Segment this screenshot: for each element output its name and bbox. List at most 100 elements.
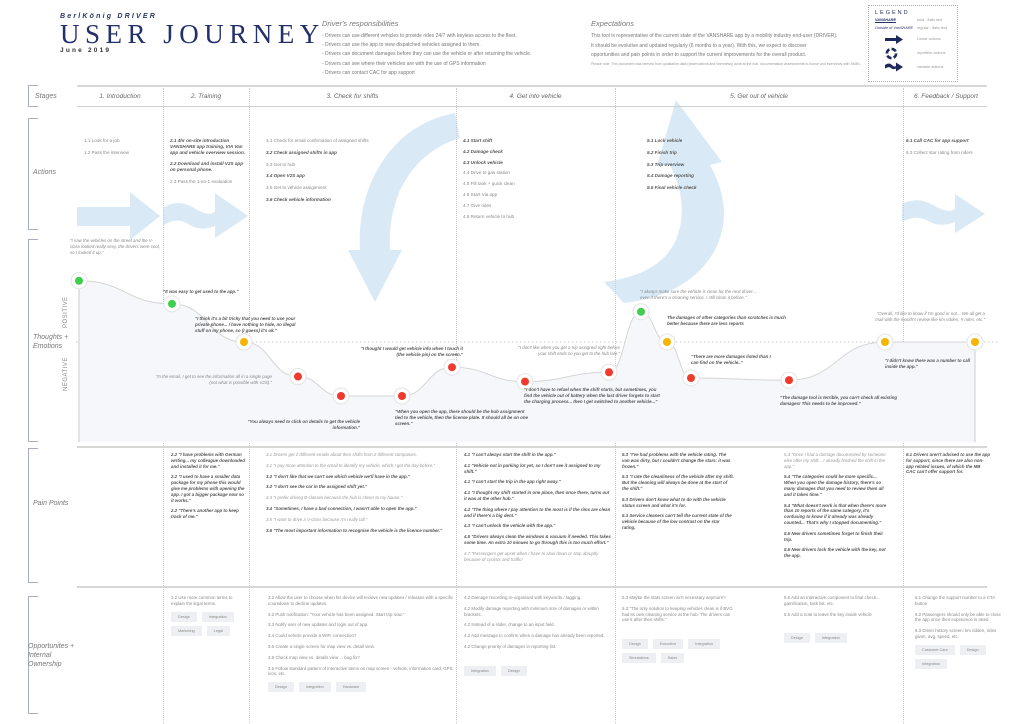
expectations-line: opportunities and pain points in order t…: [591, 52, 807, 59]
action-item: 4.7 Give rides: [463, 202, 492, 208]
row-label-stages: Stages: [35, 93, 57, 100]
ownership-tag: Simulations: [622, 653, 656, 664]
pain-point-item: 5.3 "I've had problems with the vehicle …: [622, 452, 731, 469]
legend-row: VANSHARE bold - italic text: [875, 16, 951, 24]
action-item: 6.3 Collect star rating from riders: [906, 149, 973, 155]
pain-point-item: 6.1 Drivers aren't advised to use the ap…: [906, 452, 991, 475]
pain-point-item: 2.2 "There's another app to keep track o…: [171, 508, 239, 520]
emotion-point-neutral: [235, 333, 253, 351]
ownership-tag: Hardware: [335, 682, 367, 693]
action-item: 2.3 Pass the 1-on-1 evaluation: [170, 178, 233, 184]
responsibility-item: - Drivers can use the app to view dispat…: [322, 42, 481, 49]
emotion-quote: "I always make sure the vehicle is clean…: [640, 289, 757, 300]
emotion-quote: "I thought I would get vehicle info when…: [360, 346, 463, 357]
emotion-quote: "I don't have to refuel when the shift s…: [524, 387, 660, 404]
responsibility-item: - Drivers can use different vehicles to …: [322, 33, 517, 39]
opportunity-item: 5.5 Add an interactive component to fina…: [784, 595, 880, 606]
emotion-quote: "There are more damages listed than I ca…: [691, 354, 771, 365]
divider: [77, 106, 987, 107]
pain-point-item: 5.5 New drivers sometimes forget to fini…: [784, 530, 884, 542]
expectations-note: Please note: This document was derived f…: [591, 61, 861, 66]
row-label-thoughts: Thoughts + Emotions: [33, 334, 69, 350]
emotion-point-negative: [332, 387, 350, 405]
row-bracket: [28, 596, 38, 714]
row-label-actions: Actions: [33, 169, 56, 176]
action-item: 3.6 Check vehicle information: [266, 196, 331, 202]
actions-col-2: 2.1 4hr on-site introduction VANSHARE ap…: [170, 138, 246, 193]
action-item: 3.2 Check assigned shifts in app: [266, 149, 337, 155]
pain-point-item: 3.2 "I don't like that we can't see whic…: [266, 473, 410, 479]
emotion-quote: "The damage tool is terrible, you can't …: [780, 395, 898, 406]
ownership-tag: Marketing: [171, 625, 202, 636]
page-title: USER JOURNEY: [60, 19, 325, 49]
ownership-tag: Integration: [688, 639, 721, 650]
responsibilities-list: - Drivers can use different vehicles to …: [322, 32, 582, 78]
emotion-point-negative: [393, 387, 411, 405]
pain-col-2: 2.2 "I have problems with German writing…: [171, 452, 247, 525]
opportunity-item: 4.2 Modify damage reporting with minimum…: [464, 605, 599, 617]
opps-col-3: 3.2 Allow the user to choose when his de…: [268, 595, 454, 696]
responsibilities-title: Driver's responsibilities: [322, 19, 399, 28]
brand-label: BerlKönig DRIVER: [60, 13, 158, 20]
ownership-tag: Integration: [464, 665, 496, 676]
opportunity-item: 6.1 Change the support number to a CTA b…: [915, 595, 995, 606]
action-item: 3.3 Get to hub: [266, 161, 296, 167]
emotion-point-negative: [780, 371, 798, 389]
action-item: 4.4 Drive to gas station: [463, 170, 510, 176]
action-item: 2.1 4hr on-site introduction VANSHARE ap…: [170, 138, 246, 155]
ownership-tag: Executive: [652, 639, 684, 650]
stage-get-into-vehicle: 4. Get into vehicle: [509, 93, 562, 100]
emotion-quote: "In the email, I get to see the informat…: [155, 374, 272, 385]
action-item: 1.1 Look for a job: [84, 138, 120, 143]
emotion-curve: [70, 272, 1000, 442]
opportunity-item: 3.6 Check map view vs. details view ... …: [268, 654, 360, 660]
action-item: 4.6 Start Via app: [463, 191, 498, 197]
opportunity-item: 3.2 Allow the user to choose when his de…: [268, 595, 453, 606]
ownership-tag: Customer Care: [915, 644, 955, 655]
actions-col-3: 3.1 Check for email confirmation of assi…: [266, 138, 451, 209]
emotion-point-positive: [70, 272, 88, 290]
opportunity-item: 6.2 Passengers should only be able to cl…: [915, 611, 1001, 623]
date-label: June 2019: [60, 47, 112, 54]
ownership-tag: Integration: [814, 633, 847, 644]
action-item: 5.4 Damage reporting: [647, 173, 694, 179]
action-item: 3.1 Check for email confirmation of assi…: [266, 138, 369, 143]
wavy-arrow-icon: [163, 193, 248, 238]
ownership-tag: Integration: [915, 658, 947, 669]
ownership-tag: Integration: [201, 611, 234, 622]
action-item: 4.1 Start shift: [463, 138, 493, 143]
pain-point-item: 3.6 "The most important information to r…: [266, 527, 443, 533]
opps-col-6: 6.1 Change the support number to a CTA b…: [915, 595, 1005, 673]
action-item: 5.1 Lock vehicle: [647, 138, 683, 143]
wavy-arrow-icon: [902, 194, 985, 233]
pain-point-item: 5.3 Service cleaners can't tell the curr…: [622, 513, 732, 530]
responsibility-item: - Drivers can document damages before th…: [322, 51, 532, 58]
legend-desc: repetitive actions: [917, 51, 946, 55]
emotion-point-neutral: [966, 333, 984, 351]
row-label-opportunities: Opportunites + Internal Ownership: [28, 643, 75, 668]
emotion-quote: "I think it's a bit tricky that you need…: [195, 316, 296, 333]
action-item: 5.2 Finish trip: [647, 149, 677, 155]
row-bracket: [28, 85, 38, 107]
emotion-point-negative: [443, 358, 461, 376]
pain-point-item: 4.7 "Passengers get upset when I have to…: [464, 550, 599, 562]
pain-point-item: 4.3 "I can't unlock the vehicle with the…: [464, 523, 556, 529]
stage-introduction: 1. Introduction: [99, 93, 141, 100]
action-item: 4.3 Unlock vehicle: [463, 159, 503, 165]
ownership-tag: Integration: [298, 682, 331, 693]
emotion-point-neutral: [876, 333, 894, 351]
emotion-point-negative: [682, 369, 700, 387]
legend-desc: bold - italic text: [917, 18, 943, 22]
legend-row: Linear actions: [875, 32, 951, 46]
pain-point-item: 4.1 "Vehicle not in parking lot yet, so …: [464, 462, 601, 474]
pain-point-item: 2.2 "I used to have a smaller data packa…: [171, 474, 245, 503]
pain-col-3: 3.1 Drivers get 2 different emails about…: [266, 452, 452, 538]
pain-point-item: 5.5 New drivers lock the vehicle with th…: [784, 547, 886, 559]
